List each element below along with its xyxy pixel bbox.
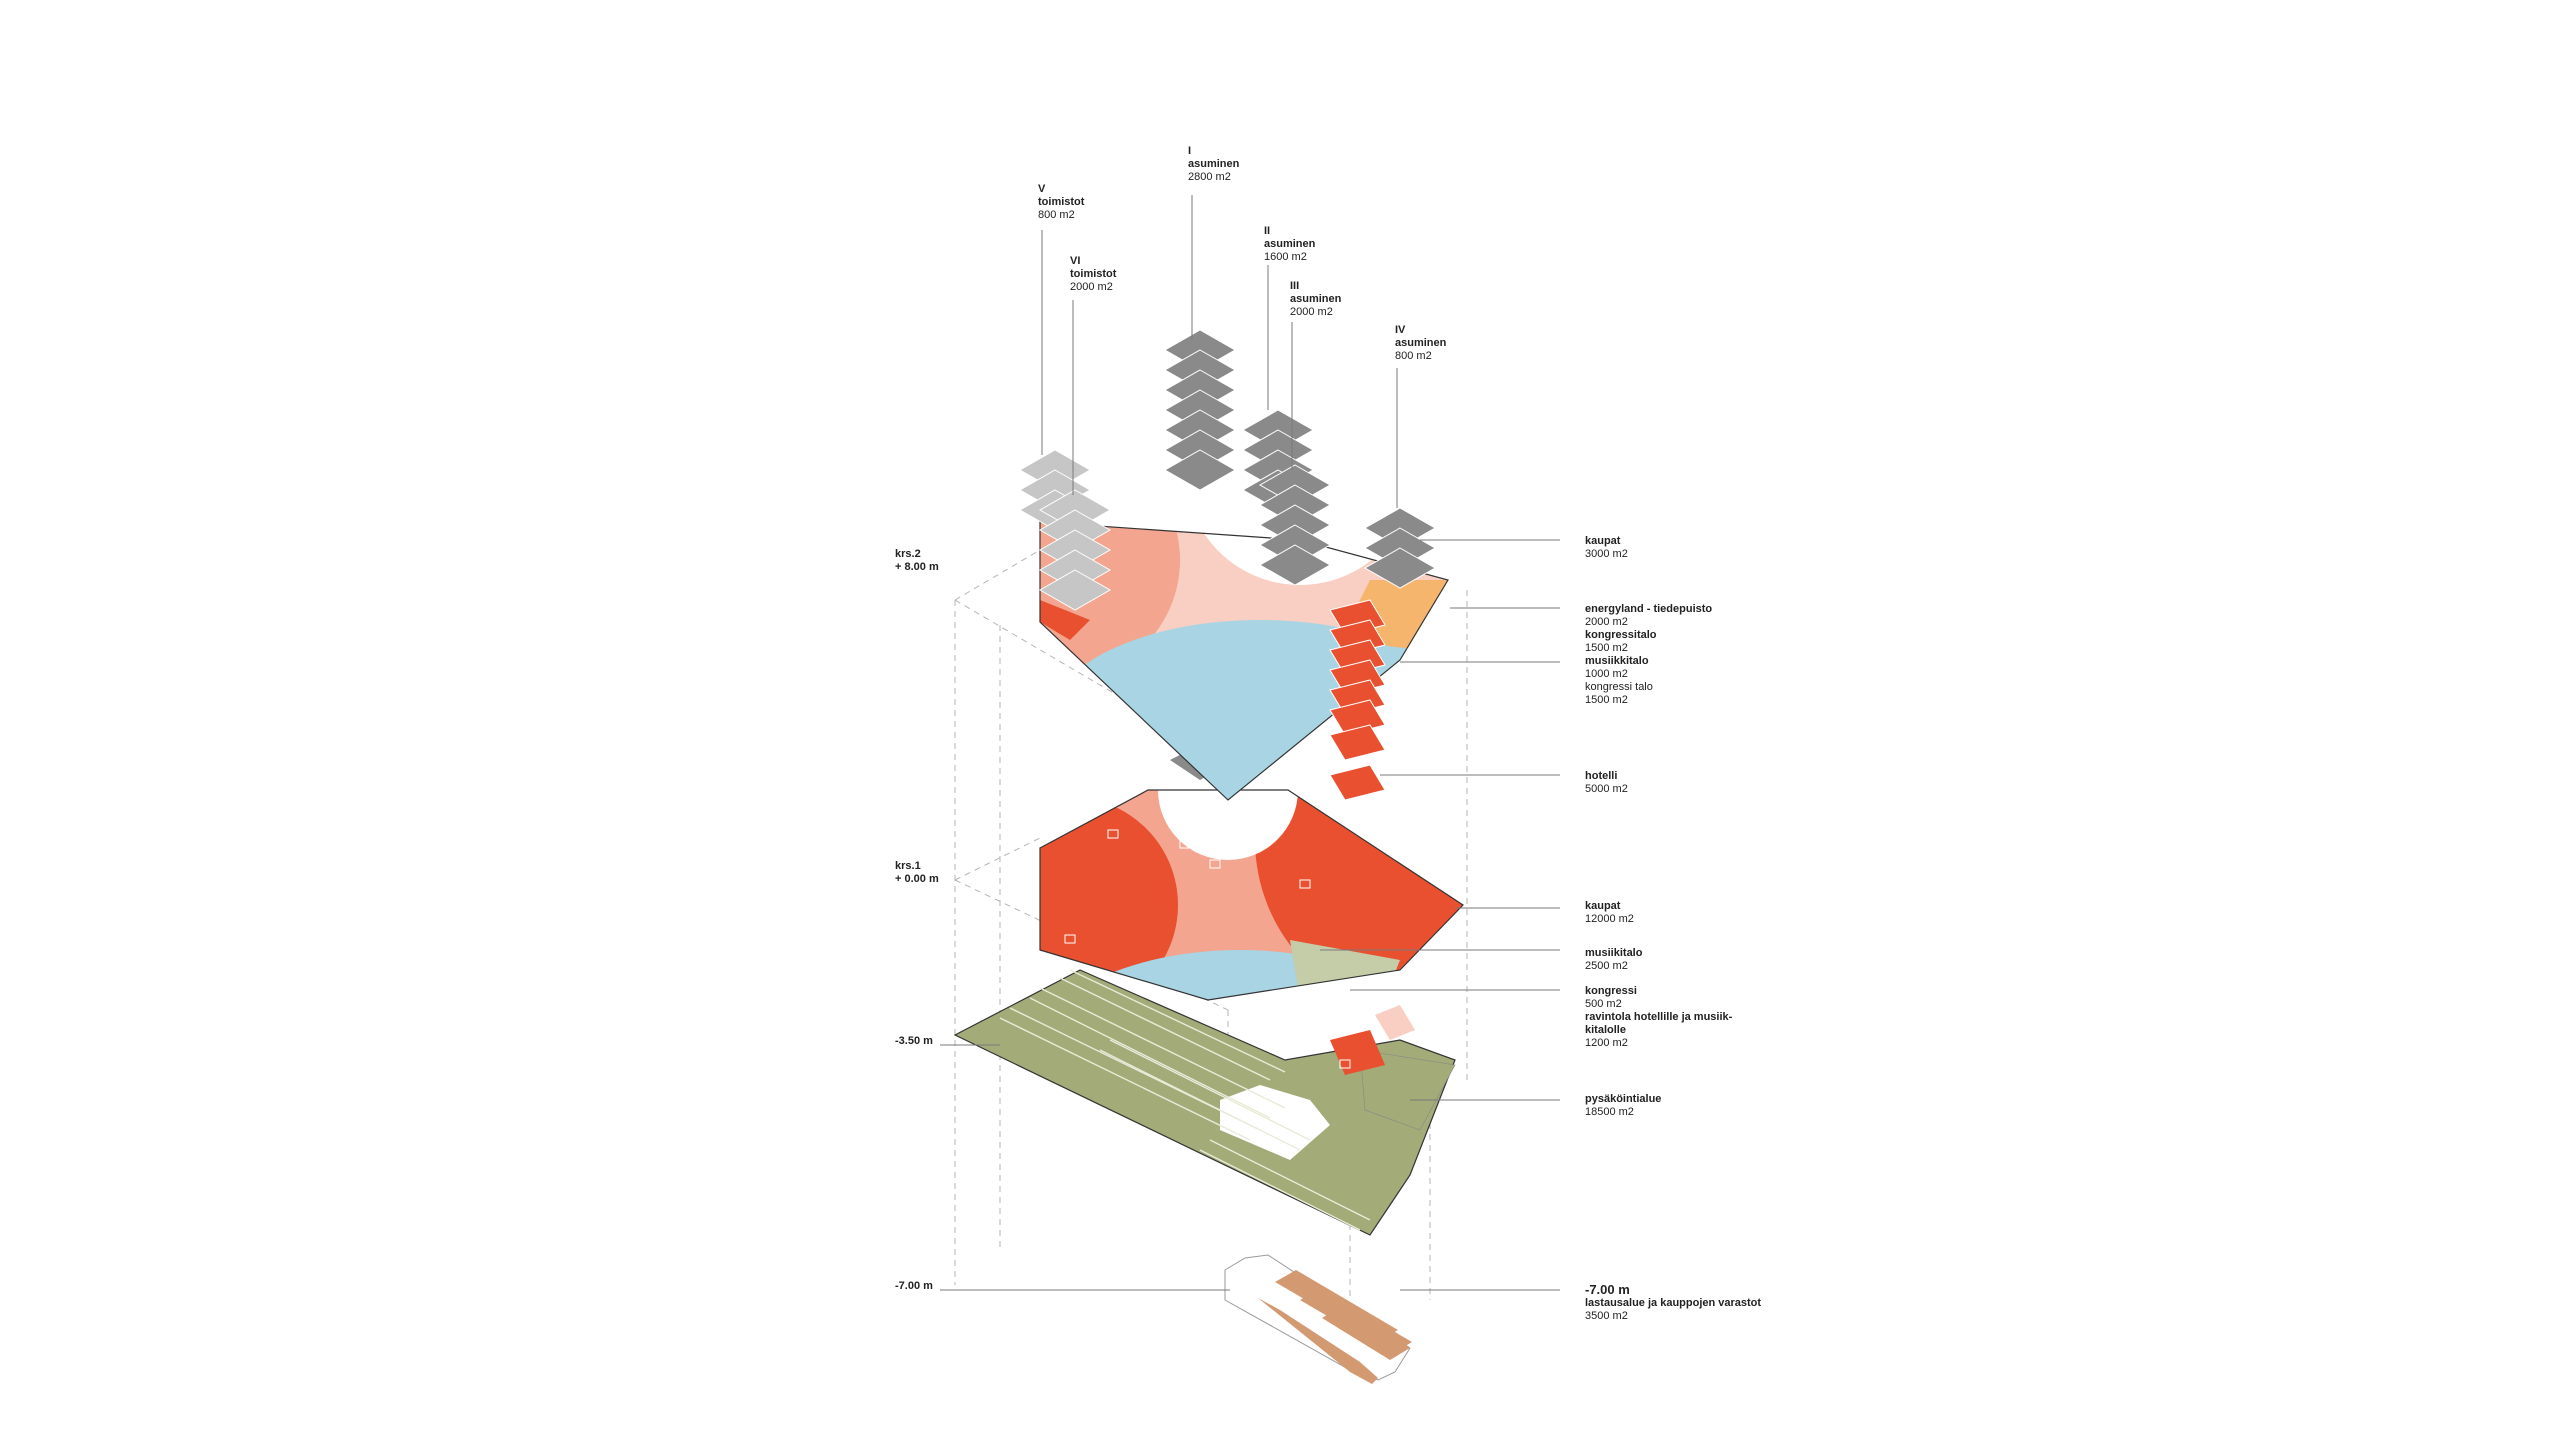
level-minus7-plate	[1224, 1254, 1412, 1384]
level-minus700-label: -7.00 m	[895, 1280, 933, 1292]
level-minus350-label: -3.50 m	[895, 1035, 933, 1047]
tower-IV	[1363, 507, 1437, 589]
hotel-stack	[1329, 599, 1386, 801]
level-krs2-label: krs.2+ 8.00 m	[895, 548, 939, 573]
tower-III	[1258, 464, 1332, 586]
leader-lines	[940, 195, 1560, 1291]
tower-stacks	[1018, 329, 1437, 611]
level-krs1-label: krs.1+ 0.00 m	[895, 860, 939, 885]
level-minus3-plate	[953, 969, 1456, 1236]
tower-VI	[1038, 489, 1112, 611]
tower-I	[1163, 329, 1237, 491]
label-lastausalue: -7.00 m lastausalue ja kauppojen varasto…	[1585, 1282, 1762, 1322]
